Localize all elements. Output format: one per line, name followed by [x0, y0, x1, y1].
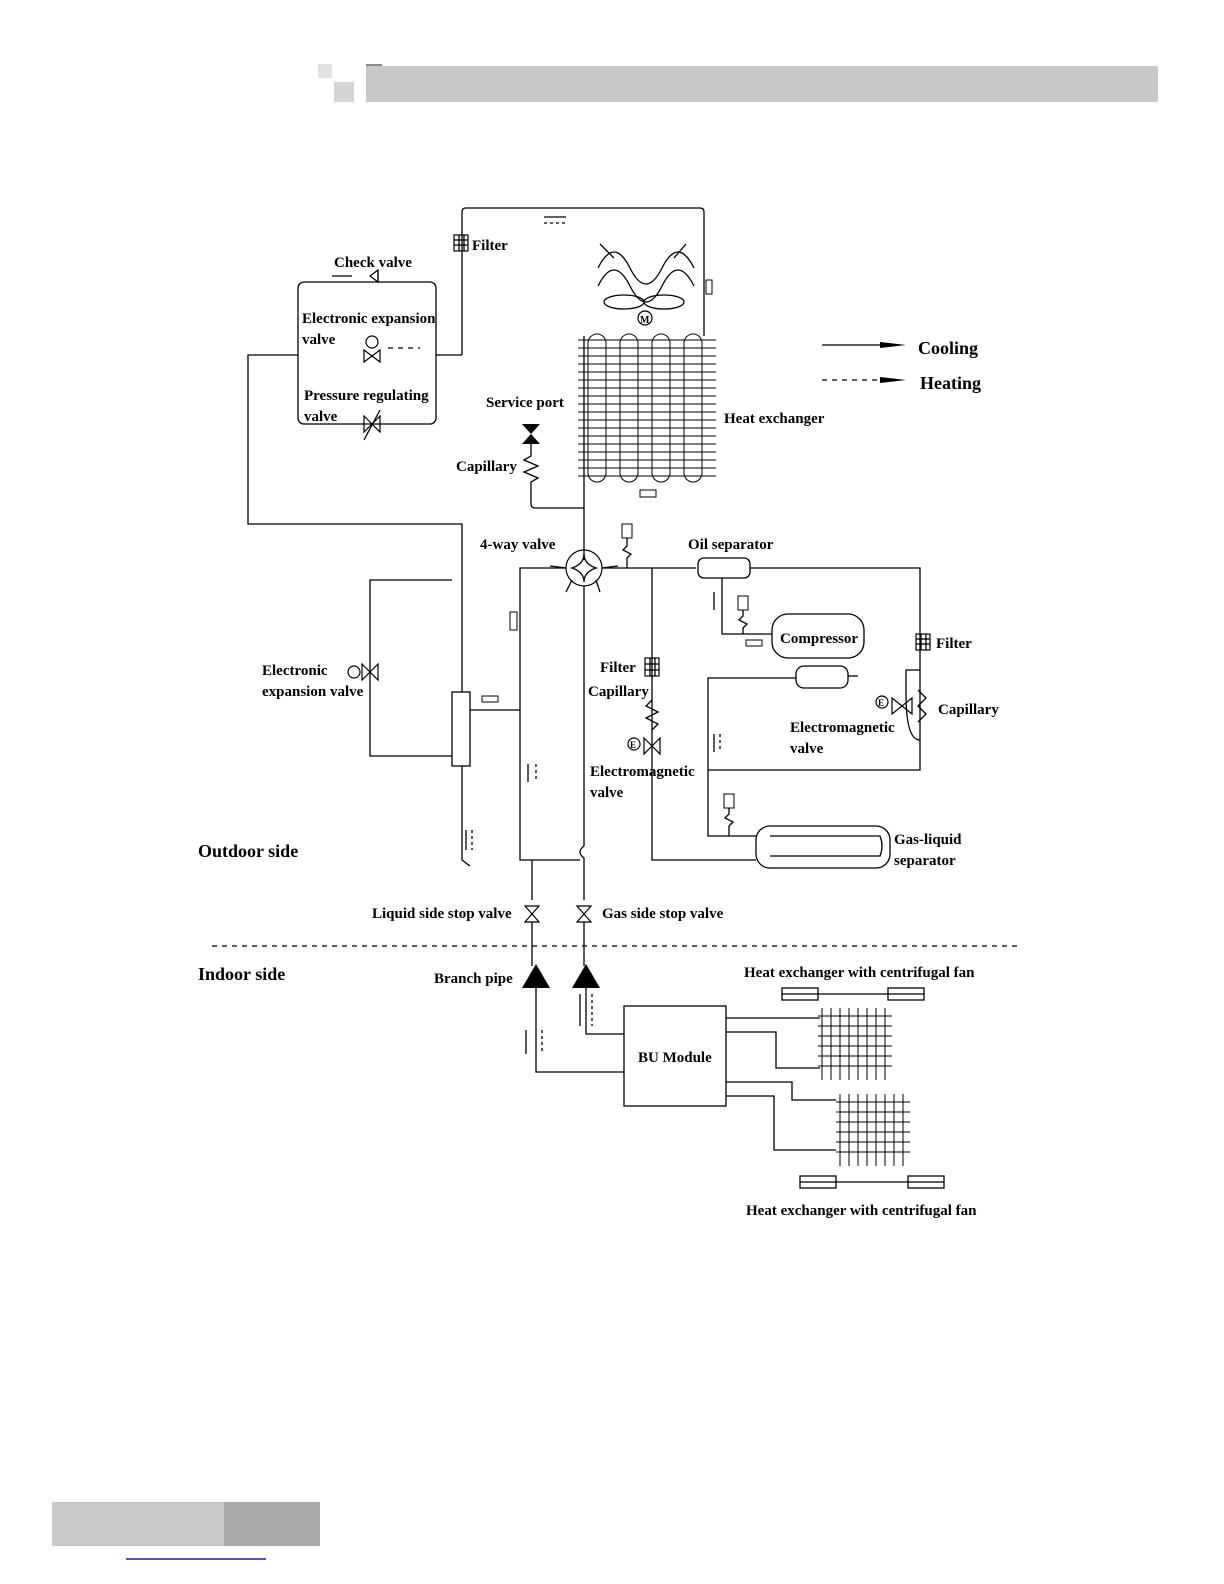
- footer-link-underline: [126, 1558, 266, 1560]
- filter-mid-icon: [644, 657, 660, 677]
- bu-module: BU Module: [623, 1005, 836, 1151]
- svg-text:E: E: [630, 740, 636, 750]
- prv-label-1: Pressure regulating: [304, 388, 429, 404]
- prv-label-2: valve: [304, 409, 338, 425]
- outdoor-mid-piping: [470, 567, 756, 900]
- heat-exchanger-label: Heat exchanger: [724, 411, 825, 427]
- svg-text:E: E: [878, 698, 884, 708]
- outdoor-side-label: Outdoor side: [198, 841, 298, 861]
- outdoor-fan: M: [597, 243, 695, 326]
- filter-right-label: Filter: [936, 636, 972, 652]
- footer-bar-dark: [224, 1502, 320, 1546]
- service-port-label: Service port: [486, 395, 564, 411]
- em-valve-right-icon: E: [875, 695, 913, 716]
- legend: Cooling Heating: [822, 338, 981, 393]
- hx-fan-top-label: Heat exchanger with centrifugal fan: [744, 965, 975, 981]
- bu-module-label: BU Module: [638, 1050, 712, 1066]
- em-valve-right-label-1: Electromagnetic: [790, 720, 895, 736]
- filter-right-icon: [915, 633, 931, 651]
- top-pipe-flow-arrows: [544, 216, 713, 295]
- em-valve-mid-label-1: Electromagnetic: [590, 764, 695, 780]
- gas-liquid-label-2: separator: [894, 853, 956, 869]
- indoor-hx-top: Heat exchanger with centrifugal fan: [744, 965, 975, 1080]
- em-valve-mid-icon: E: [627, 736, 661, 756]
- valve-box: Check valve Electronic expansion valve P…: [297, 255, 437, 441]
- filter-mid-label: Filter: [600, 660, 636, 676]
- liquid-stop-valve-label: Liquid side stop valve: [372, 906, 512, 922]
- prv-icon: [363, 409, 381, 441]
- top-loop-piping: [436, 207, 705, 560]
- filter-top: Filter: [453, 234, 508, 254]
- indoor-side-label: Indoor side: [198, 964, 285, 984]
- eev-left-label-1: Electronic: [262, 663, 328, 679]
- check-valve-label: Check valve: [334, 255, 412, 271]
- header-square-light-2: [334, 82, 354, 102]
- branch-pipes: Branch pipe: [434, 964, 624, 1073]
- capillary-top-label: Capillary: [456, 459, 517, 475]
- four-way-valve-label: 4-way valve: [480, 537, 556, 553]
- em-valve-right-label-2: valve: [790, 741, 824, 757]
- motor-label: M: [640, 315, 650, 326]
- compressor: Compressor: [707, 613, 865, 837]
- outdoor-heat-exchanger: Heat exchanger: [578, 333, 825, 498]
- compressor-label: Compressor: [780, 631, 858, 647]
- gas-liquid-separator: Gas-liquid separator: [723, 793, 962, 869]
- four-way-valve: 4-way valve: [480, 523, 633, 593]
- eev-left-icon: [347, 662, 379, 682]
- eev-top-icon: [363, 335, 381, 364]
- legend-heating: Heating: [920, 373, 981, 393]
- capillary-right-label: Capillary: [938, 702, 999, 718]
- branch-pipe-label: Branch pipe: [434, 971, 513, 987]
- stop-valves: Liquid side stop valve Gas side stop val…: [372, 905, 724, 966]
- eev-top-label-2: valve: [302, 332, 336, 348]
- eev-top-label-1: Electronic expansion: [302, 311, 436, 327]
- branch-pipe-liquid-icon: [522, 964, 550, 988]
- indoor-hx-bottom: Heat exchanger with centrifugal fan: [746, 1094, 977, 1219]
- hx-fan-bottom-label: Heat exchanger with centrifugal fan: [746, 1203, 977, 1219]
- capillary-mid-label: Capillary: [588, 684, 649, 700]
- gas-stop-valve-label: Gas side stop valve: [602, 906, 724, 922]
- oil-separator-label: Oil separator: [688, 537, 774, 553]
- footer-bar-light: [52, 1502, 224, 1546]
- cooling-arrow-icon: [880, 342, 906, 348]
- filter-top-label: Filter: [472, 238, 508, 254]
- oil-separator: Oil separator: [688, 537, 921, 771]
- eev-left-label-2: expansion valve: [262, 684, 364, 700]
- legend-cooling: Cooling: [918, 338, 978, 358]
- em-valve-mid-label-2: valve: [590, 785, 624, 801]
- left-eev-group: Electronic expansion valve: [262, 579, 499, 867]
- check-valve-icon: [369, 268, 379, 284]
- mid-valve-group: Filter Capillary E Electromagnetic valve: [527, 657, 695, 801]
- right-valve-group: Filter Capillary E Electromagnetic valve: [790, 633, 999, 757]
- gas-liquid-label-1: Gas-liquid: [894, 832, 962, 848]
- service-port: Service port Capillary: [456, 395, 584, 509]
- header-bar: [366, 66, 1158, 102]
- motor-icon: [637, 310, 653, 326]
- header-square-light-1: [318, 64, 332, 78]
- heating-arrow-icon: [880, 377, 906, 383]
- branch-pipe-gas-icon: [572, 964, 600, 988]
